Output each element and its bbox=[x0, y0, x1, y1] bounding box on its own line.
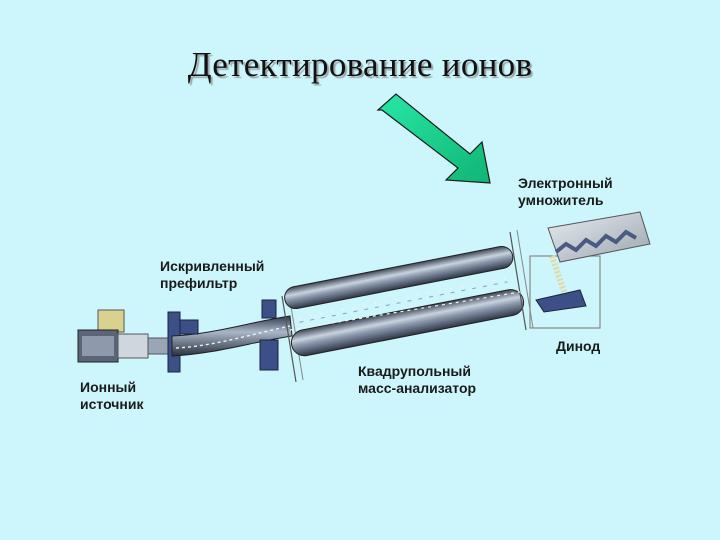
slide-title: Детектирование ионов bbox=[187, 45, 533, 84]
quadrupole-label: Квадрупольный масс-анализатор bbox=[358, 363, 477, 396]
dynode-label: Динод bbox=[556, 338, 601, 354]
curved-prefilter-assembly bbox=[167, 293, 304, 383]
electron-multiplier-assembly bbox=[529, 211, 651, 329]
ion-source-assembly bbox=[77, 309, 171, 363]
quadrupole-assembly bbox=[284, 229, 534, 357]
curved-prefilter-label: Искривленный префильтр bbox=[160, 258, 265, 291]
electron-multiplier-label: Электронный умножитель bbox=[518, 175, 613, 208]
ion-source-label: Ионный источник bbox=[80, 379, 144, 412]
pointer-arrow bbox=[376, 93, 491, 184]
